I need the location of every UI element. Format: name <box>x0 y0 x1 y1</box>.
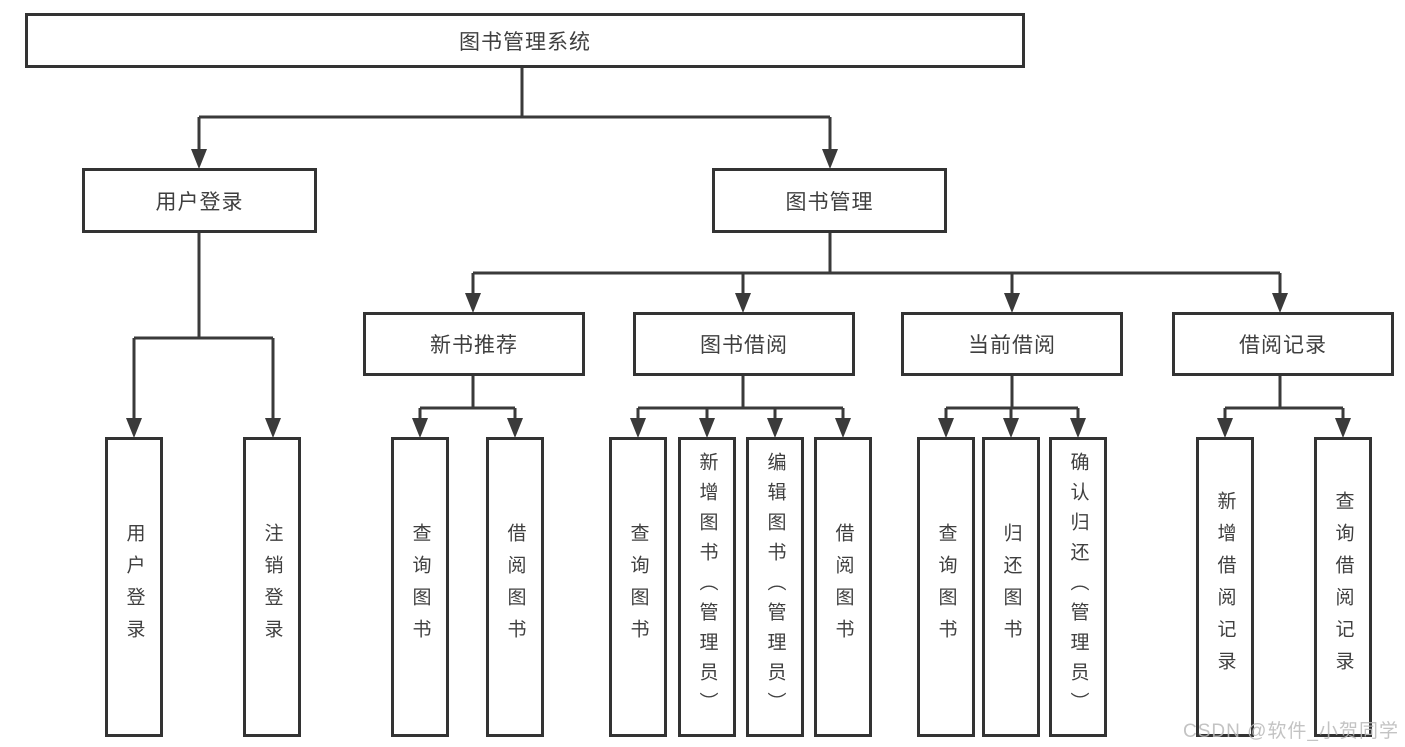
arrowhead <box>1335 418 1351 438</box>
arrowhead <box>699 418 715 438</box>
arrowhead <box>835 418 851 438</box>
arrowhead <box>1004 293 1020 313</box>
arrowhead <box>412 418 428 438</box>
arrowhead <box>265 418 281 438</box>
leaf-query-books-recommend: 查询图书 <box>391 437 449 737</box>
leaf-query-books-borrowing: 查询图书 <box>609 437 667 737</box>
leaf-user-login: 用户登录 <box>105 437 163 737</box>
arrowhead <box>507 418 523 438</box>
arrowhead <box>1217 418 1233 438</box>
leaf-borrow-books-recommend: 借阅图书 <box>486 437 544 737</box>
leaf-add-borrow-record: 新增借阅记录 <box>1196 437 1254 737</box>
arrowhead <box>1070 418 1086 438</box>
arrowhead <box>1003 418 1019 438</box>
arrowhead <box>735 293 751 313</box>
csdn-watermark: CSDN @软件_小贺同学 <box>1183 721 1399 742</box>
node-library-management-system: 图书管理系统 <box>25 13 1025 68</box>
leaf-return-books: 归还图书 <box>982 437 1040 737</box>
leaf-logout: 注销登录 <box>243 437 301 737</box>
arrowhead <box>938 418 954 438</box>
arrowhead <box>465 293 481 313</box>
arrowhead <box>767 418 783 438</box>
arrowhead <box>191 149 207 169</box>
node-new-book-recommendation: 新书推荐 <box>363 312 585 376</box>
node-current-borrowing: 当前借阅 <box>901 312 1123 376</box>
tree-edges <box>132 68 1345 420</box>
node-borrowing-records: 借阅记录 <box>1172 312 1394 376</box>
node-book-management: 图书管理 <box>712 168 947 233</box>
leaf-add-books-admin: 新增图书（管理员） <box>678 437 736 737</box>
node-user-login: 用户登录 <box>82 168 317 233</box>
leaf-confirm-return-admin: 确认归还（管理员） <box>1049 437 1107 737</box>
arrowhead <box>126 418 142 438</box>
arrowhead <box>1272 293 1288 313</box>
arrowhead <box>630 418 646 438</box>
leaf-query-borrow-record: 查询借阅记录 <box>1314 437 1372 737</box>
leaf-edit-books-admin: 编辑图书（管理员） <box>746 437 804 737</box>
arrowhead <box>822 149 838 169</box>
leaf-borrow-books-borrowing: 借阅图书 <box>814 437 872 737</box>
node-book-borrowing: 图书借阅 <box>633 312 855 376</box>
leaf-query-books-current: 查询图书 <box>917 437 975 737</box>
